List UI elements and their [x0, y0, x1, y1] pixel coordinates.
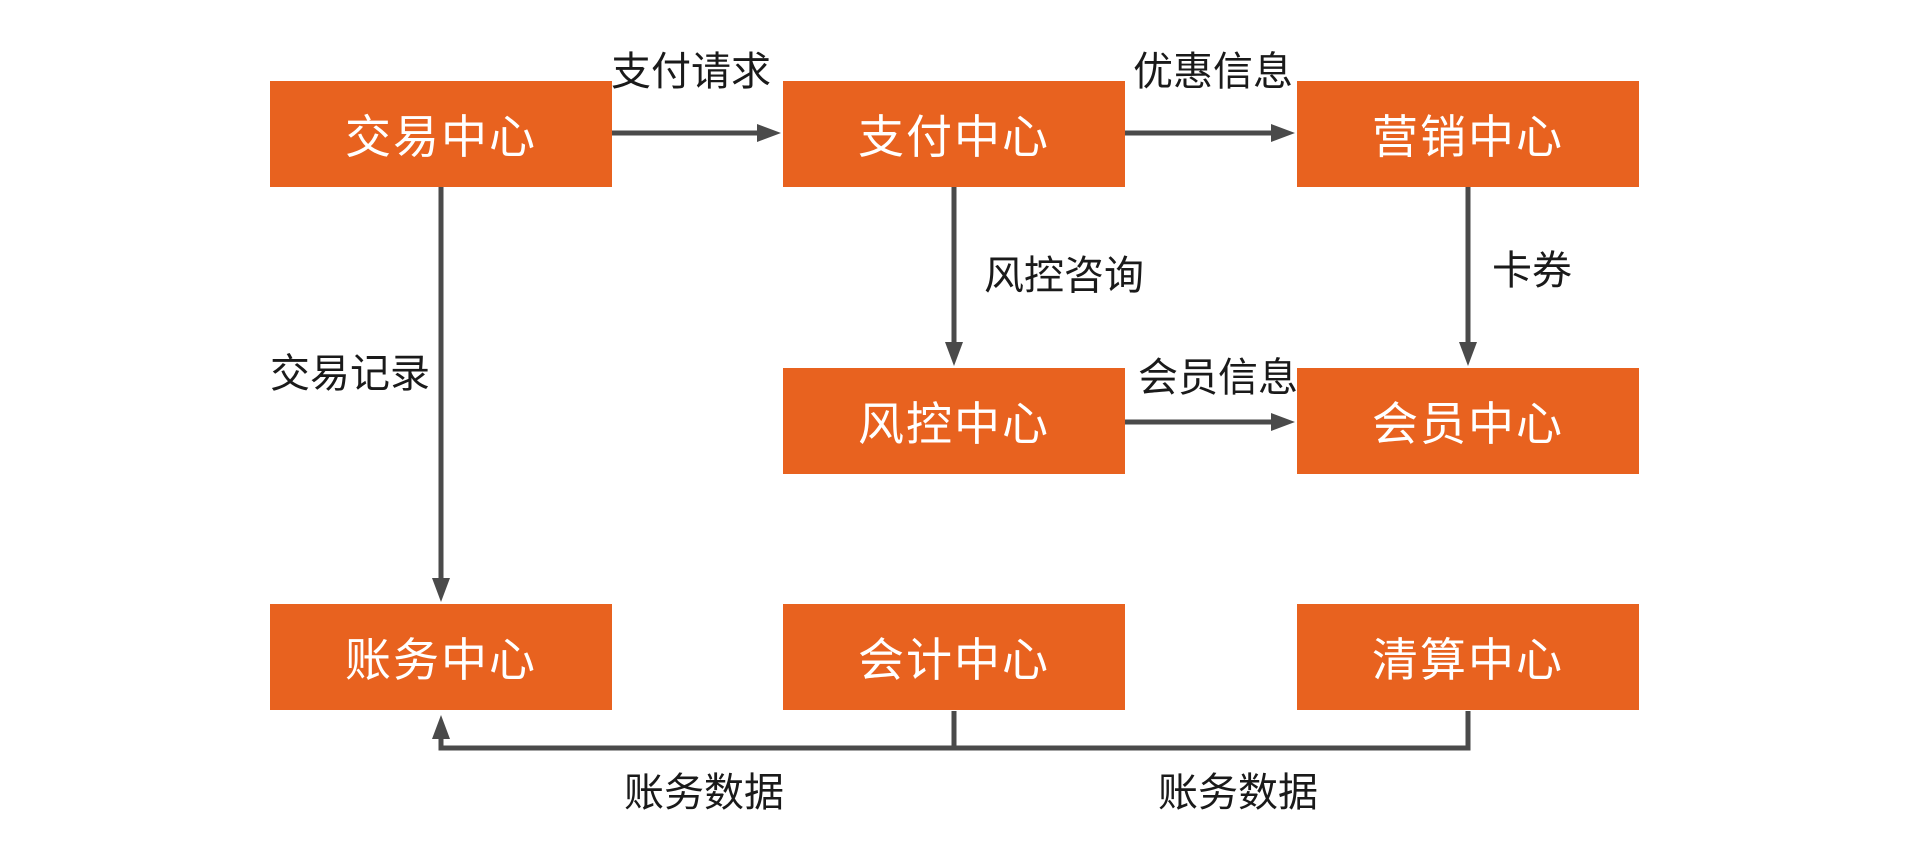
edge-label-account-data-left: 账务数据: [624, 771, 784, 815]
node-trade-center: 交易中心: [270, 81, 612, 187]
edge-label-discount-info: 优惠信息: [1133, 50, 1293, 94]
node-clearing-center: 清算中心: [1297, 604, 1639, 710]
edge-label-payment-request: 支付请求: [611, 50, 771, 94]
node-payment-center: 支付中心: [783, 81, 1125, 187]
arrowhead-down-risk: [945, 342, 963, 366]
edge-label-member-info: 会员信息: [1138, 356, 1298, 400]
node-account-center: 账务中心: [270, 604, 612, 710]
arrowhead-right-member: [1271, 413, 1295, 431]
arrowhead-up-account: [432, 715, 450, 739]
node-member-center: 会员中心: [1297, 368, 1639, 474]
edge-label-card-coupon: 卡券: [1492, 249, 1572, 293]
node-marketing-center: 营销中心: [1297, 81, 1639, 187]
arrowhead-right-marketing: [1271, 124, 1295, 142]
node-risk-control-center: 风控中心: [783, 368, 1125, 474]
arrowhead-right-payment: [757, 124, 781, 142]
node-accounting-center: 会计中心: [783, 604, 1125, 710]
arrowhead-down-account: [432, 578, 450, 602]
edge-clearing-collector-line: [438, 711, 1471, 751]
edge-label-account-data-right: 账务数据: [1158, 771, 1318, 815]
edge-label-trade-record: 交易记录: [270, 352, 430, 396]
arrowhead-down-member: [1459, 342, 1477, 366]
edge-label-risk-consult: 风控咨询: [984, 254, 1144, 298]
